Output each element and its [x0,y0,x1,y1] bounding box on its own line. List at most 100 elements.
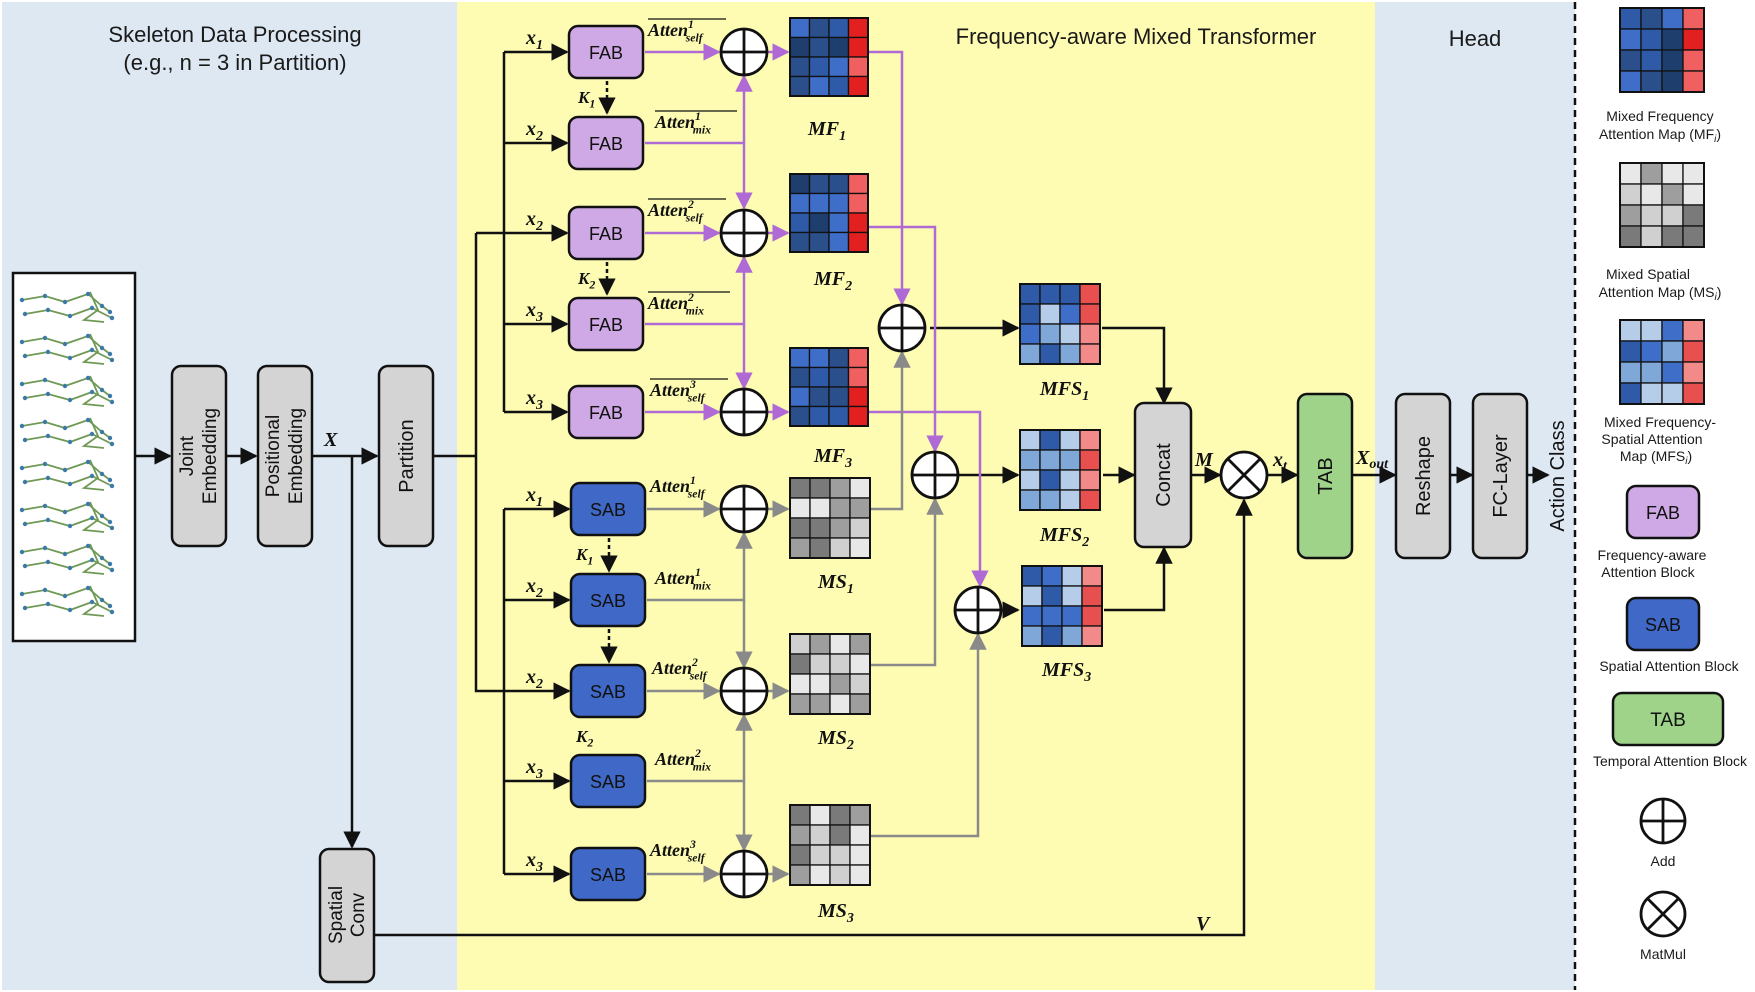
fc-layer-block: FC-Layer [1471,392,1529,560]
legend-matmul-icon [1639,890,1687,938]
x3-label: x3 [525,299,543,325]
skeleton-image [11,271,137,643]
mfs3-map [1021,565,1103,647]
svg-text:SAB: SAB [1645,615,1681,635]
legend-fab-text: Attention Block [1601,564,1695,580]
skeleton-subtitle: (e.g., n = 3 in Partition) [123,50,346,75]
add-icon [953,585,1003,635]
legend-mf-map [1619,7,1705,93]
mf3-map [789,347,869,427]
legend-ms-map [1619,162,1705,248]
svg-text:SAB: SAB [590,865,626,885]
svg-text:Spatial: Spatial [326,886,347,944]
svg-text:SAB: SAB [590,500,626,520]
x1-label: x1 [525,484,543,510]
legend-mf-text: Mixed Frequency [1606,108,1713,124]
k2-label: K2 [577,269,595,291]
svg-text:SAB: SAB [590,772,626,792]
x2-label: x2 [525,666,543,692]
svg-text:FAB: FAB [589,403,623,423]
svg-text:FAB: FAB [589,224,623,244]
k1-label: K1 [577,88,595,110]
add-icon [719,27,769,77]
x3-label: x3 [525,387,543,413]
reshape-block: Reshape [1394,392,1452,560]
legend-mf-text: Attention Map (MFi) [1599,126,1721,145]
head-title: Head [1449,26,1502,51]
action-class-label: Action Class [1547,420,1569,531]
fab-block: FAB [567,296,645,352]
svg-text:Partition: Partition [396,419,418,492]
svg-text:TAB: TAB [1315,457,1337,494]
svg-text:Embedding: Embedding [200,408,221,504]
ms2-label: MS2 [817,727,854,753]
legend-sab: SAB [1625,596,1701,652]
legend-mfs-text: Mixed Frequency- [1604,414,1716,430]
legend-sab-text: Spatial Attention Block [1599,658,1739,674]
svg-text:Positional: Positional [263,415,284,497]
legend-add-icon [1639,797,1687,845]
svg-text:Concat: Concat [1153,443,1175,507]
mf3-label: MF3 [813,445,852,471]
add-icon [719,484,769,534]
mf2-label: MF2 [813,268,852,294]
svg-text:FAB: FAB [1646,503,1680,523]
x2-label: x2 [525,118,543,144]
legend-fab-text: Frequency-aware [1598,547,1707,563]
svg-text:FAB: FAB [589,43,623,63]
ms1-label: MS1 [817,571,854,597]
partition-block: Partition [377,364,435,548]
concat-block: Concat [1133,401,1193,549]
skeleton-title: Skeleton Data Processing [108,22,361,47]
mf1-map [789,17,869,97]
mf2-map [789,173,869,253]
legend-add-text: Add [1651,853,1676,869]
fab-block: FAB [567,205,645,261]
svg-text:FAB: FAB [589,315,623,335]
x1-label: x1 [525,27,543,53]
svg-text:Joint: Joint [177,435,198,476]
svg-text:FAB: FAB [589,134,623,154]
legend-tab: TAB [1611,691,1725,747]
sab-block: SAB [569,753,647,809]
svg-text:Conv: Conv [348,892,369,937]
mfs1-map [1019,283,1101,365]
mfs3-label: MFS3 [1041,659,1091,685]
symbol-xt: xt [1272,449,1288,474]
x2-label: x2 [525,575,543,601]
add-icon [719,208,769,258]
symbol-X: X [323,429,338,451]
legend-matmul-text: MatMul [1640,946,1686,962]
sab-block: SAB [569,663,647,719]
ms3-label: MS3 [817,900,854,926]
sab-block: SAB [569,846,647,902]
legend-mfs-map [1619,319,1705,405]
mfs1-label: MFS1 [1039,378,1089,404]
k2-label: K2 [575,727,593,749]
legend-mfs-text: Spatial Attention [1601,431,1702,447]
ms3-map [789,804,871,886]
spatial-connectors [647,350,987,883]
positional-embedding-block: Positional Embedding [256,364,314,548]
svg-text:SAB: SAB [590,682,626,702]
mf1-label: MF1 [807,118,846,144]
matmul-icon [1219,450,1269,500]
x3-label: x3 [525,756,543,782]
svg-text:SAB: SAB [590,591,626,611]
mfs2-label: MFS2 [1039,524,1089,550]
add-icon [719,849,769,899]
frequency-connectors [645,43,989,588]
main-connectors [135,43,1550,937]
k1-label: K1 [575,545,593,567]
tab-block: TAB [1296,392,1354,560]
